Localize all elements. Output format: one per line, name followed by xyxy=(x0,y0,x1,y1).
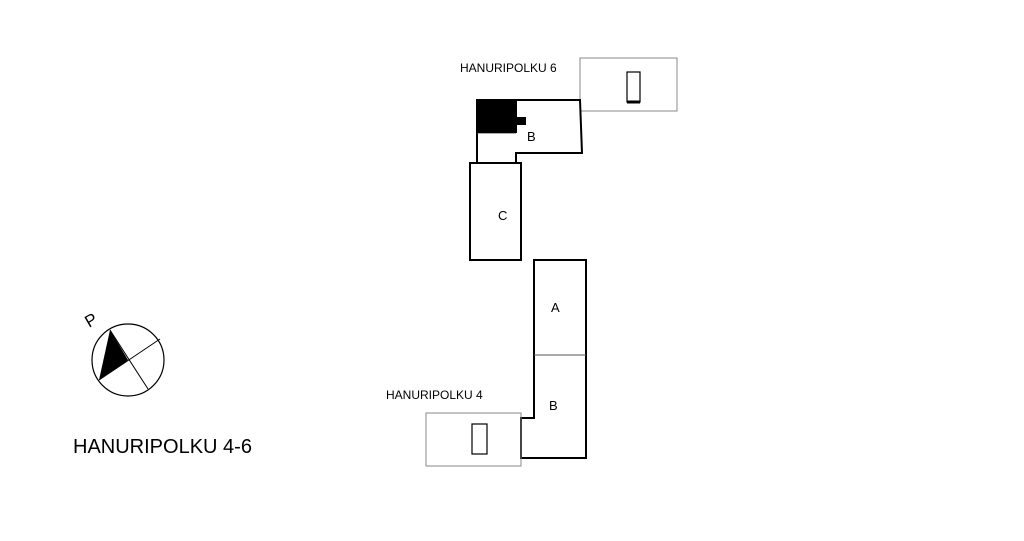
north-arrow-compass: P xyxy=(82,309,165,397)
building-c-label: C xyxy=(498,208,507,223)
hanuripolku-4-label: HANURIPOLKU 4 xyxy=(386,388,483,402)
hanuripolku-4-parking-outline xyxy=(425,412,522,467)
hanuripolku-6-container-icon xyxy=(626,71,641,103)
building-c-outline xyxy=(469,162,522,261)
building-ab-lower-outline xyxy=(520,259,587,459)
north-letter: P xyxy=(82,309,101,331)
building-a-label: A xyxy=(551,300,560,315)
hanuripolku-4-group: HANURIPOLKU 4 xyxy=(386,388,522,467)
hanuripolku-4-container-icon xyxy=(471,423,488,455)
site-plan-title: HANURIPOLKU 4-6 xyxy=(73,436,252,458)
building-b-upper-stair-block xyxy=(477,100,517,133)
compass-line-2 xyxy=(98,338,161,381)
upper-building: B C xyxy=(469,99,584,261)
compass-circle xyxy=(91,323,165,397)
hanuripolku-6-label: HANURIPOLKU 6 xyxy=(460,61,557,75)
building-b-upper-stair-notch xyxy=(517,117,526,125)
hanuripolku-6-parking-outline xyxy=(579,57,678,112)
hanuripolku-6-group: HANURIPOLKU 6 xyxy=(460,57,678,112)
north-arrow-icon xyxy=(99,330,128,380)
lower-building: A B xyxy=(520,259,587,459)
building-b-lower-label: B xyxy=(549,398,558,413)
building-b-upper-label: B xyxy=(527,129,536,144)
